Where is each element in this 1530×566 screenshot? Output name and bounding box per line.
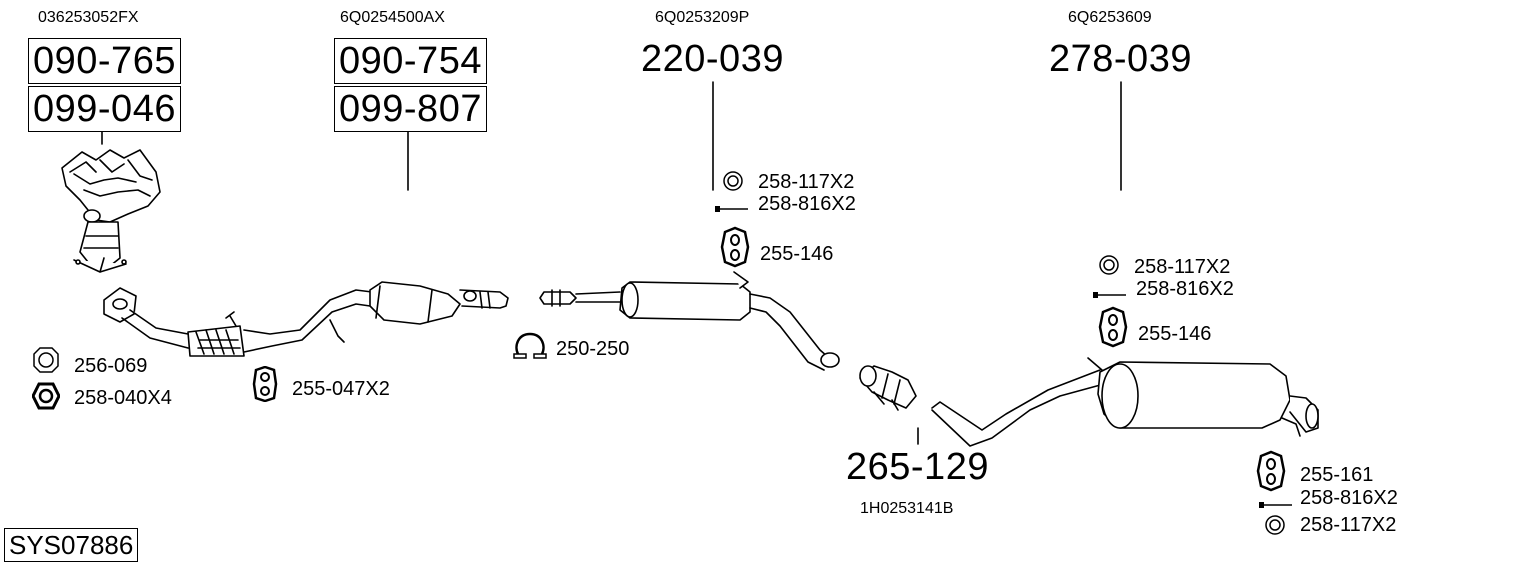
pipe-clamp-icon	[513, 332, 547, 359]
front-pipe-oem-number: 6Q0254500AX	[340, 9, 445, 26]
middle-silencer-part-code[interactable]: 220-039	[641, 38, 784, 80]
rear-silencer-oem-number: 6Q6253609	[1068, 9, 1152, 26]
ring-icon-rear	[1099, 255, 1119, 275]
manifold-oem-number: 036253052FX	[38, 9, 139, 26]
tail-rubber-code[interactable]: 255-161	[1300, 464, 1374, 486]
connector-part-code[interactable]: 265-129	[846, 446, 989, 488]
rear-silencer-drawing	[931, 357, 1319, 447]
mid-ring-code[interactable]: 258-117X2	[758, 171, 855, 193]
bolt-icon	[715, 206, 748, 212]
clamp-code[interactable]: 250-250	[556, 338, 630, 360]
rubber-hanger-icon-rear	[1098, 306, 1128, 348]
connector-drawing	[859, 365, 917, 411]
bolt-icon-rear	[1093, 292, 1126, 298]
rubber-hanger-icon	[252, 366, 278, 402]
middle-silencer-drawing	[539, 271, 840, 371]
manifold-part-code-1[interactable]: 090-765	[28, 38, 181, 84]
front-rubber-code[interactable]: 255-047X2	[292, 378, 390, 400]
rear-rubber-code[interactable]: 255-146	[1138, 323, 1212, 345]
mid-rubber-code[interactable]: 255-146	[760, 243, 834, 265]
middle-silencer-oem-number: 6Q0253209P	[655, 9, 750, 26]
rear-ring-code[interactable]: 258-117X2	[1134, 256, 1231, 278]
nut-code[interactable]: 258-040X4	[74, 387, 172, 409]
system-id-label: SYS07886	[4, 528, 139, 562]
rear-silencer-part-code[interactable]: 278-039	[1049, 38, 1192, 80]
ring-icon	[723, 171, 743, 191]
tail-bolt-code[interactable]: 258-816X2	[1300, 487, 1398, 509]
gasket-code[interactable]: 256-069	[74, 355, 148, 377]
front-pipe-part-code-2[interactable]: 099-807	[334, 86, 487, 132]
front-pipe-part-code-1[interactable]: 090-754	[334, 38, 487, 84]
rubber-hanger-icon-mid	[720, 226, 750, 268]
mid-bolt-code[interactable]: 258-816X2	[758, 193, 856, 215]
gasket-icon	[33, 347, 59, 373]
manifold-drawing	[61, 149, 161, 273]
rear-bolt-code[interactable]: 258-816X2	[1136, 278, 1234, 300]
tail-ring-code[interactable]: 258-117X2	[1300, 514, 1397, 536]
connector-oem-number: 1H0253141B	[860, 500, 954, 517]
bolt-icon-tail	[1259, 502, 1292, 508]
manifold-part-code-2[interactable]: 099-046	[28, 86, 181, 132]
rubber-hanger-icon-tail	[1256, 450, 1286, 492]
hex-nut-icon	[32, 382, 60, 410]
ring-icon-tail	[1265, 515, 1285, 535]
front-pipe-drawing	[103, 281, 509, 357]
